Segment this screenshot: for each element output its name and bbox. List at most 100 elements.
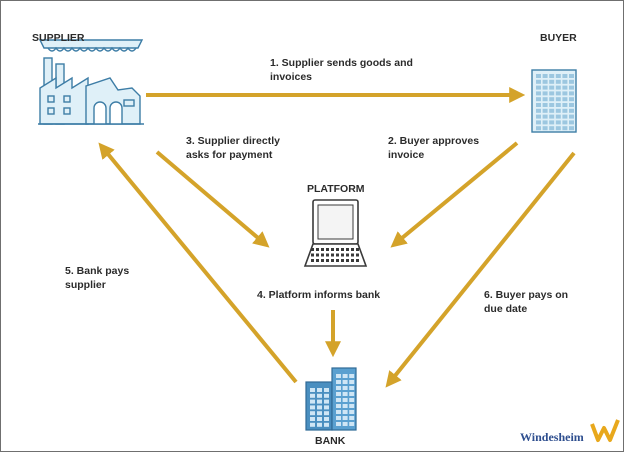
window-pane [342,386,348,390]
step-4-label: 4. Platform informs bank [257,289,381,301]
step-3-label: 3. Supplier directly asks for payment [186,135,280,161]
window-pane [341,259,344,262]
window-pane [324,411,329,416]
window-pane [549,74,555,78]
window-pane [562,79,568,84]
window-pane [311,259,314,262]
window-pane [549,114,555,119]
window-pane [555,97,561,102]
window-pane [555,85,561,90]
window-pane [341,248,344,251]
arrow-6-buyer-to-bank [385,151,576,388]
window-pane [310,393,315,398]
window-pane [341,253,344,257]
window-pane [569,103,574,107]
window-pane [356,253,359,257]
buyer-label: BUYER [540,32,577,44]
window-pane [549,126,555,131]
arrow-2-buyer-to-platform [390,141,519,248]
window-pane [562,97,568,102]
window-pane [317,405,322,410]
window-pane [555,114,561,119]
window-pane [569,126,574,131]
window-pane [310,422,315,427]
window-pane [536,97,541,102]
window-pane [336,374,341,378]
window-pane [342,404,348,408]
window-pane [562,91,568,96]
window-pane [549,85,555,90]
window-pane [536,120,541,125]
window-pane [349,374,355,378]
window-pane [536,103,541,107]
window-pane [562,120,568,125]
window-pane [310,388,315,392]
window-pane [549,108,555,113]
window-pane [351,248,354,251]
window-pane [569,108,574,113]
window-pane [536,74,541,78]
step-1-label: 1. Supplier sends goods and invoices [270,57,413,83]
window-pane [336,410,341,414]
platform-label: PLATFORM [307,183,365,195]
window-pane [555,91,561,96]
window-pane [549,120,555,125]
window-pane [562,74,568,78]
window-pane [536,85,541,90]
window-pane [342,398,348,402]
window-pane [349,404,355,408]
window-pane [549,97,555,102]
windesheim-logo-mark [590,419,620,442]
window-pane [321,253,324,257]
window-pane [569,120,574,125]
window-pane [311,253,314,257]
window-pane [342,392,348,396]
factory-icon [38,39,144,125]
window-pane [331,248,334,251]
window-pane [542,74,548,78]
window-pane [542,85,548,90]
bank-towers-icon [305,367,357,431]
window-pane [536,79,541,84]
supplier-label: SUPPLIER [32,32,85,44]
office-building-icon [531,69,577,133]
window-pane [321,259,324,262]
window-pane [336,386,341,390]
window-pane [351,259,354,262]
window-pane [536,126,541,131]
window-pane [324,405,329,410]
window-pane [342,374,348,378]
window-pane [317,411,322,416]
window-pane [317,399,322,404]
laptop-icon [303,199,368,267]
window-pane [310,411,315,416]
window-pane [542,79,548,84]
window-pane [311,248,314,251]
window-pane [310,405,315,410]
window-pane [324,393,329,398]
window-pane [326,248,329,251]
window-pane [536,91,541,96]
window-pane [342,416,348,420]
windesheim-logo-text: Windesheim [520,430,584,444]
window-pane [349,410,355,414]
window-pane [316,253,319,257]
window-pane [351,253,354,257]
window-pane [317,422,322,427]
window-pane [569,97,574,102]
window-pane [324,399,329,404]
window-pane [336,380,341,384]
window-pane [569,114,574,119]
window-pane [317,388,322,392]
window-pane [336,248,339,251]
window-pane [324,417,329,421]
window-pane [336,398,341,402]
window-pane [349,392,355,396]
step-5-label: 5. Bank pays supplier [65,265,130,291]
window-pane [310,399,315,404]
window-pane [336,253,339,257]
window-pane [562,103,568,107]
window-pane [336,259,339,262]
window-pane [346,253,349,257]
window-pane [555,74,561,78]
